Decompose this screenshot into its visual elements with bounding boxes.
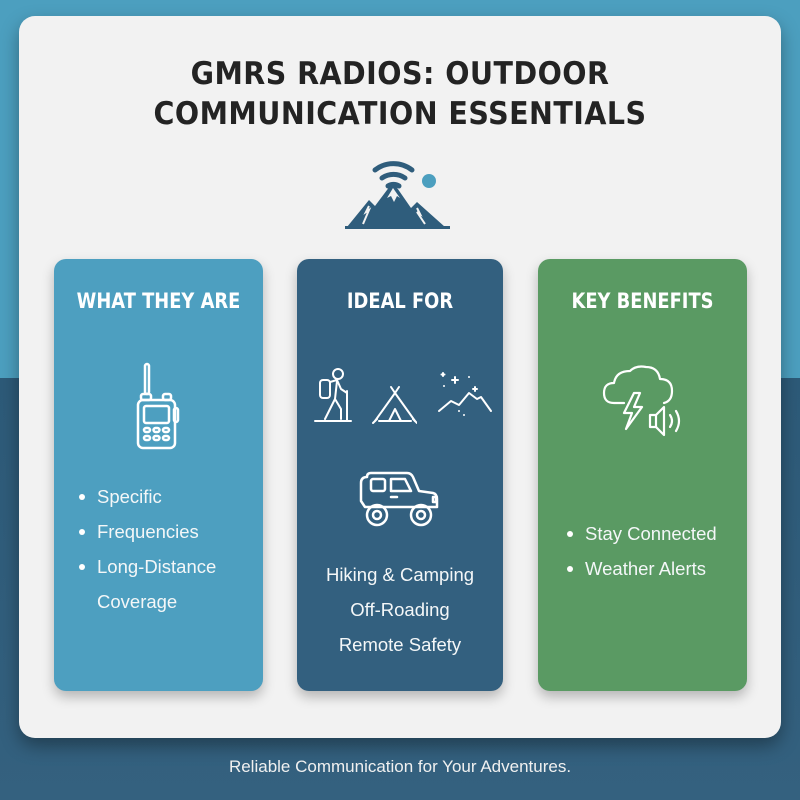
- list-item: Frequencies: [77, 514, 216, 549]
- card-ideal-for: IDEAL FOR: [297, 259, 503, 691]
- offroad-jeep-icon: [359, 471, 439, 527]
- walkie-talkie-icon: [136, 362, 180, 450]
- tent-icon: [372, 386, 417, 424]
- storm-cloud-speaker-icon: [602, 365, 681, 437]
- title-line-1: GMRS RADIOS: OUTDOOR: [190, 56, 610, 92]
- card-title: IDEAL FOR: [346, 289, 454, 313]
- hiker-icon: [314, 368, 352, 422]
- list-item: Remote Safety: [338, 634, 462, 655]
- ideal-for-list: Hiking & Camping Off-Roading Remote Safe…: [297, 557, 503, 662]
- list-item: Long-Distance: [77, 549, 216, 584]
- list-item: Hiking & Camping: [325, 564, 475, 585]
- title-line-2: COMMUNICATION ESSENTIALS: [153, 96, 647, 132]
- key-benefits-list: Stay Connected Weather Alerts: [565, 516, 717, 586]
- list-item: Specific: [77, 479, 216, 514]
- card-title: WHAT THEY ARE: [76, 289, 241, 313]
- list-item: Weather Alerts: [565, 551, 717, 586]
- footer-tagline: Reliable Communication for Your Adventur…: [228, 757, 572, 776]
- what-they-are-list: Specific Frequencies Long-Distance Cover…: [77, 479, 216, 619]
- list-item: Stay Connected: [565, 516, 717, 551]
- list-item: Coverage: [97, 591, 178, 612]
- list-item: Off-Roading: [350, 599, 450, 620]
- card-title: KEY BENEFITS: [571, 289, 714, 313]
- mountain-stars-icon: [438, 372, 492, 416]
- page-title: GMRS RADIOS: OUTDOOR COMMUNICATION ESSEN…: [32, 54, 768, 134]
- mountain-radio-signal-icon: [345, 161, 450, 229]
- card-what-they-are: WHAT THEY ARE Specific Frequencies Long-…: [54, 259, 263, 691]
- card-key-benefits: KEY BENEFITS Stay Connected Weather Aler…: [538, 259, 747, 691]
